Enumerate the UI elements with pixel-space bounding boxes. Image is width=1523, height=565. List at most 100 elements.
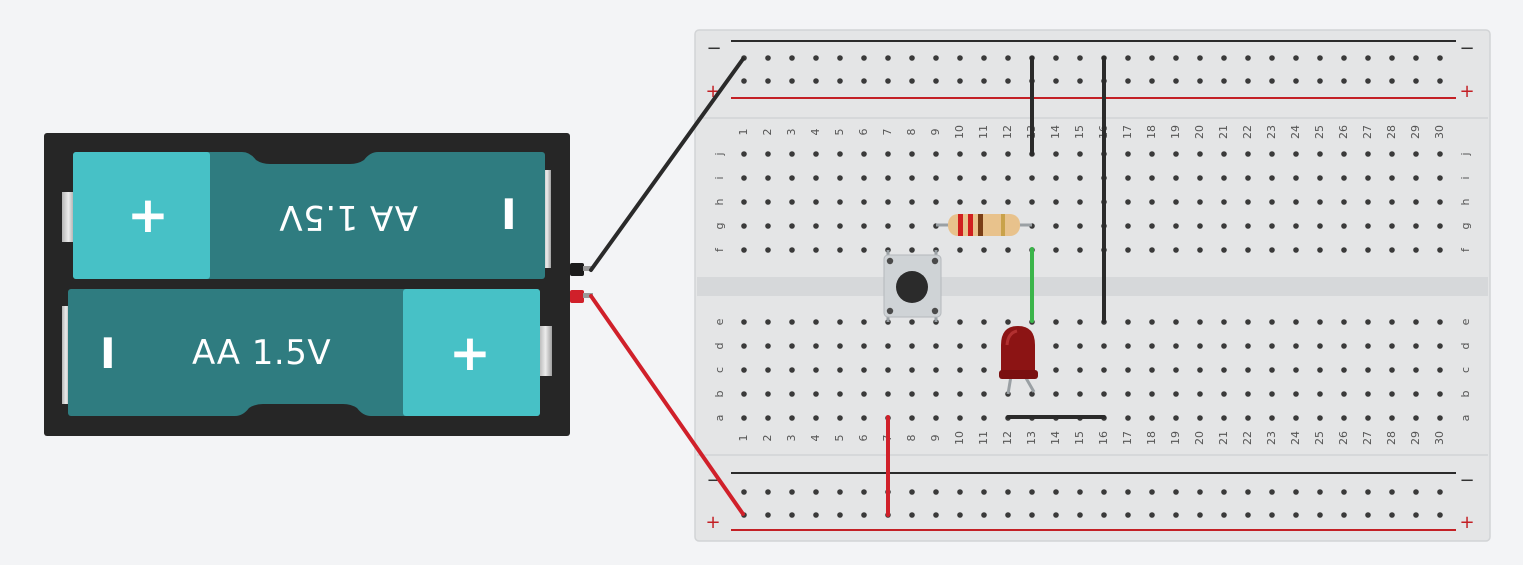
rail-hole-bottom-pos-21[interactable] xyxy=(1221,512,1227,518)
rail-hole-top-pos-28[interactable] xyxy=(1389,78,1395,84)
hole-d16[interactable] xyxy=(1101,343,1107,349)
hole-i28[interactable] xyxy=(1389,175,1395,181)
hole-d5[interactable] xyxy=(837,343,843,349)
hole-a19[interactable] xyxy=(1173,415,1179,421)
rail-hole-bottom-pos-9[interactable] xyxy=(933,512,939,518)
hole-c3[interactable] xyxy=(789,367,795,373)
hole-g18[interactable] xyxy=(1149,223,1155,229)
rail-hole-top-neg-6[interactable] xyxy=(861,55,867,61)
hole-c6[interactable] xyxy=(861,367,867,373)
hole-f4[interactable] xyxy=(813,247,819,253)
rail-hole-top-pos-8[interactable] xyxy=(909,78,915,84)
hole-g26[interactable] xyxy=(1341,223,1347,229)
hole-f26[interactable] xyxy=(1341,247,1347,253)
rail-hole-bottom-pos-30[interactable] xyxy=(1437,512,1443,518)
hole-g21[interactable] xyxy=(1221,223,1227,229)
hole-c16[interactable] xyxy=(1101,367,1107,373)
hole-d6[interactable] xyxy=(861,343,867,349)
hole-f1[interactable] xyxy=(741,247,747,253)
battery-pack[interactable] xyxy=(44,133,593,436)
hole-e29[interactable] xyxy=(1413,319,1419,325)
rail-hole-bottom-neg-30[interactable] xyxy=(1437,489,1443,495)
hole-a28[interactable] xyxy=(1389,415,1395,421)
hole-d4[interactable] xyxy=(813,343,819,349)
hole-h22[interactable] xyxy=(1245,199,1251,205)
hole-e23[interactable] xyxy=(1269,319,1275,325)
hole-i6[interactable] xyxy=(861,175,867,181)
hole-g20[interactable] xyxy=(1197,223,1203,229)
hole-b17[interactable] xyxy=(1125,391,1131,397)
rail-hole-top-pos-17[interactable] xyxy=(1125,78,1131,84)
hole-d19[interactable] xyxy=(1173,343,1179,349)
hole-c7[interactable] xyxy=(885,367,891,373)
hole-h29[interactable] xyxy=(1413,199,1419,205)
hole-e28[interactable] xyxy=(1389,319,1395,325)
hole-b16[interactable] xyxy=(1101,391,1107,397)
battery-terminal-positive[interactable] xyxy=(570,290,584,303)
hole-f14[interactable] xyxy=(1053,247,1059,253)
rail-hole-top-neg-22[interactable] xyxy=(1245,55,1251,61)
rail-hole-top-pos-25[interactable] xyxy=(1317,78,1323,84)
hole-f17[interactable] xyxy=(1125,247,1131,253)
hole-h26[interactable] xyxy=(1341,199,1347,205)
rail-hole-bottom-neg-21[interactable] xyxy=(1221,489,1227,495)
hole-b25[interactable] xyxy=(1317,391,1323,397)
hole-j21[interactable] xyxy=(1221,151,1227,157)
rail-hole-bottom-neg-23[interactable] xyxy=(1269,489,1275,495)
hole-f23[interactable] xyxy=(1269,247,1275,253)
hole-d10[interactable] xyxy=(957,343,963,349)
hole-f28[interactable] xyxy=(1389,247,1395,253)
rail-hole-bottom-neg-19[interactable] xyxy=(1173,489,1179,495)
hole-c27[interactable] xyxy=(1365,367,1371,373)
hole-f8[interactable] xyxy=(909,247,915,253)
hole-b20[interactable] xyxy=(1197,391,1203,397)
hole-d28[interactable] xyxy=(1389,343,1395,349)
hole-g5[interactable] xyxy=(837,223,843,229)
hole-a3[interactable] xyxy=(789,415,795,421)
hole-i8[interactable] xyxy=(909,175,915,181)
hole-f12[interactable] xyxy=(1005,247,1011,253)
hole-i19[interactable] xyxy=(1173,175,1179,181)
hole-a5[interactable] xyxy=(837,415,843,421)
hole-b5[interactable] xyxy=(837,391,843,397)
rail-hole-bottom-pos-11[interactable] xyxy=(981,512,987,518)
hole-b13[interactable] xyxy=(1029,391,1035,397)
rail-hole-bottom-pos-8[interactable] xyxy=(909,512,915,518)
rail-hole-top-neg-30[interactable] xyxy=(1437,55,1443,61)
hole-i24[interactable] xyxy=(1293,175,1299,181)
hole-d7[interactable] xyxy=(885,343,891,349)
hole-j28[interactable] xyxy=(1389,151,1395,157)
rail-hole-top-pos-4[interactable] xyxy=(813,78,819,84)
hole-d14[interactable] xyxy=(1053,343,1059,349)
rail-hole-top-pos-14[interactable] xyxy=(1053,78,1059,84)
hole-i14[interactable] xyxy=(1053,175,1059,181)
hole-i22[interactable] xyxy=(1245,175,1251,181)
hole-c26[interactable] xyxy=(1341,367,1347,373)
hole-j11[interactable] xyxy=(981,151,987,157)
hole-b30[interactable] xyxy=(1437,391,1443,397)
hole-a27[interactable] xyxy=(1365,415,1371,421)
rail-hole-top-pos-30[interactable] xyxy=(1437,78,1443,84)
rail-hole-bottom-neg-9[interactable] xyxy=(933,489,939,495)
hole-j17[interactable] xyxy=(1125,151,1131,157)
hole-g27[interactable] xyxy=(1365,223,1371,229)
hole-c8[interactable] xyxy=(909,367,915,373)
hole-g17[interactable] xyxy=(1125,223,1131,229)
hole-h11[interactable] xyxy=(981,199,987,205)
hole-a10[interactable] xyxy=(957,415,963,421)
rail-hole-bottom-pos-20[interactable] xyxy=(1197,512,1203,518)
hole-g25[interactable] xyxy=(1317,223,1323,229)
hole-i10[interactable] xyxy=(957,175,963,181)
rail-hole-top-neg-17[interactable] xyxy=(1125,55,1131,61)
hole-i2[interactable] xyxy=(765,175,771,181)
hole-h28[interactable] xyxy=(1389,199,1395,205)
rail-hole-bottom-pos-10[interactable] xyxy=(957,512,963,518)
rail-hole-bottom-neg-15[interactable] xyxy=(1077,489,1083,495)
rail-hole-bottom-pos-27[interactable] xyxy=(1365,512,1371,518)
hole-h13[interactable] xyxy=(1029,199,1035,205)
hole-b21[interactable] xyxy=(1221,391,1227,397)
hole-d1[interactable] xyxy=(741,343,747,349)
hole-j9[interactable] xyxy=(933,151,939,157)
hole-c29[interactable] xyxy=(1413,367,1419,373)
hole-h27[interactable] xyxy=(1365,199,1371,205)
